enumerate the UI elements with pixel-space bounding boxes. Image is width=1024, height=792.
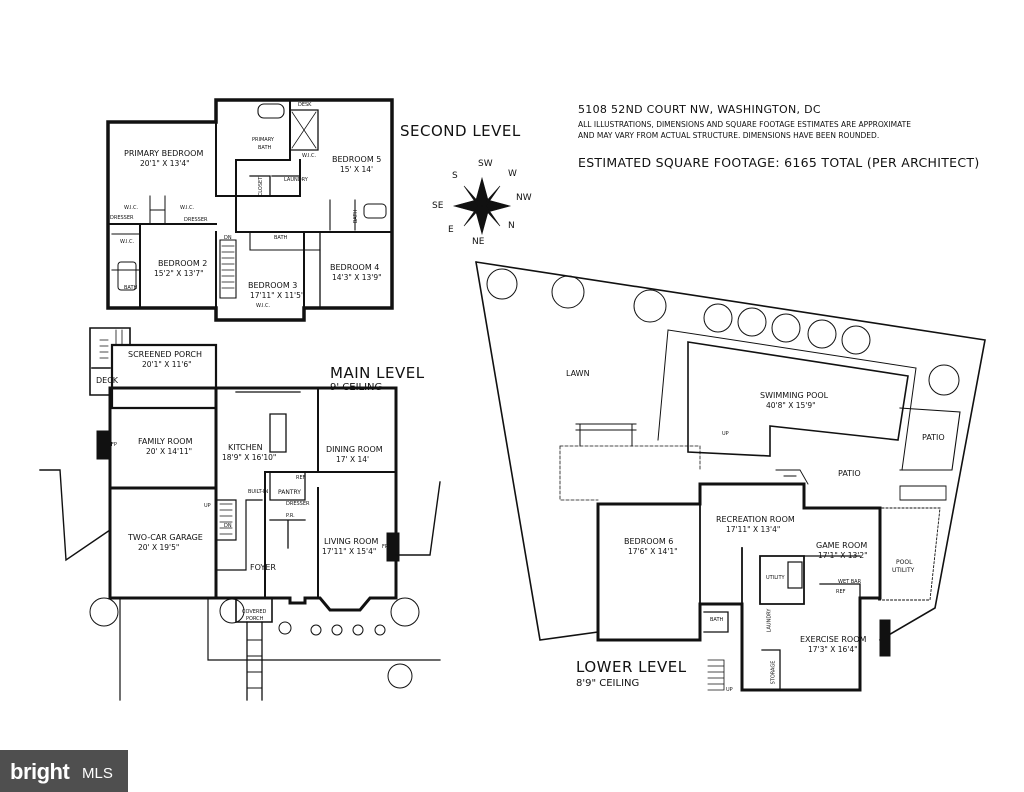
label-closet: CLOSET [258, 176, 265, 197]
compass-label-n: N [508, 221, 515, 231]
label-laundry: LAUNDRY [766, 608, 773, 633]
label-fireplace: FP [382, 544, 388, 550]
room-bedroom-4-name: BEDROOM 4 [330, 263, 380, 272]
label-dresser: DRESSER [184, 217, 208, 223]
square-footage: ESTIMATED SQUARE FOOTAGE: 6165 TOTAL (PE… [578, 155, 980, 170]
room-bedroom-6-dim: 17'6" X 14'1" [628, 547, 678, 556]
lower-level-title: LOWER LEVEL [576, 658, 687, 676]
label-bath: BATH [353, 209, 360, 224]
room-two-car-garage-dim: 20' X 19'5" [138, 543, 180, 552]
room-bedroom-5-dim: 15' X 14' [340, 165, 374, 174]
label-built-in: BUILT-IN [248, 489, 269, 495]
property-address: 5108 52ND COURT NW, WASHINGTON, DC [578, 103, 821, 116]
label-covered: COVERED [242, 609, 267, 615]
label-porch: PORCH [246, 616, 264, 622]
room-bedroom-5-name: BEDROOM 5 [332, 155, 382, 164]
room-exercise-room-dim: 17'3" X 16'4" [808, 645, 858, 654]
second-level-plan [106, 98, 394, 322]
main-level-plan [39, 327, 441, 701]
label-dresser: DRESSER [286, 501, 310, 507]
room-two-car-garage-name: TWO-CAR GARAGE [128, 533, 203, 542]
label-dresser: DRESSER [110, 215, 134, 221]
label-wic: W.I.C. [120, 239, 135, 245]
room-game-room-dim: 17'1" X 13'2" [818, 551, 868, 560]
room-bedroom-2-name: BEDROOM 2 [158, 259, 208, 268]
label-wic: W.I.C. [124, 205, 139, 211]
label-desk: DESK [298, 102, 312, 108]
room-bedroom-2-dim: 15'2" X 13'7" [154, 269, 204, 278]
room-exercise-room-name: EXERCISE ROOM [800, 635, 867, 644]
label-ref: REF [296, 475, 306, 481]
label-foyer: FOYER [250, 563, 276, 572]
label-up: UP [722, 431, 729, 437]
label-pantry: PANTRY [278, 489, 301, 496]
room-family-room-dim: 20' X 14'11" [146, 447, 193, 456]
room-family-room-name: FAMILY ROOM [138, 437, 193, 446]
room-primary-bedroom-name: PRIMARY BEDROOM [124, 149, 204, 158]
room-primary-bath-dim: BATH [258, 145, 272, 151]
label-powder-room: P.R. [286, 513, 295, 519]
compass-label-ne: NE [472, 237, 485, 247]
room-recreation-room-name: RECREATION ROOM [716, 515, 795, 524]
room-swimming-pool-dim: 40'8" X 15'9" [766, 401, 816, 410]
room-screened-porch-name: SCREENED PORCH [128, 350, 202, 359]
room-primary-bath-name: PRIMARY [252, 137, 274, 143]
label-utility: UTILITY [766, 575, 785, 581]
disclaimer-line-2: AND MAY VARY FROM ACTUAL STRUCTURE. DIME… [578, 131, 880, 140]
room-screened-porch-dim: 20'1" X 11'6" [142, 360, 192, 369]
bright-mls-watermark: bright MLS [0, 750, 128, 792]
second-level-title: SECOND LEVEL [400, 122, 521, 140]
watermark-brand: bright [10, 759, 70, 784]
compass-label-se: SE [432, 201, 444, 211]
room-recreation-room-dim: 17'11" X 13'4" [726, 525, 781, 534]
label-utility: UTILITY [892, 567, 915, 574]
lower-level-ceiling: 8'9" CEILING [576, 678, 640, 689]
label-patio: PATIO [838, 469, 861, 478]
compass-label-sw: SW [478, 159, 493, 169]
label-wic: W.I.C. [256, 303, 271, 309]
label-deck: DECK [96, 376, 119, 385]
label-pool: POOL [896, 559, 913, 566]
room-bedroom-4-dim: 14'3" X 13'9" [332, 273, 382, 282]
room-living-room-name: LIVING ROOM [324, 537, 379, 546]
room-kitchen-dim: 18'9" X 16'10" [222, 453, 277, 462]
label-fireplace: FP [111, 442, 117, 448]
main-level-ceiling: 9' CEILING [330, 382, 383, 393]
room-swimming-pool-name: SWIMMING POOL [760, 391, 829, 400]
watermark-suffix: MLS [82, 765, 113, 782]
label-bath: BATH [124, 285, 138, 291]
room-primary-bedroom-dim: 20'1" X 13'4" [140, 159, 190, 168]
label-up: UP [204, 503, 211, 509]
label-ref: REF [836, 589, 846, 595]
compass-rose [452, 176, 512, 236]
label-wic: W.I.C. [180, 205, 195, 211]
room-game-room-name: GAME ROOM [816, 541, 868, 550]
label-wic: W.I.C. [302, 153, 317, 159]
room-kitchen-name: KITCHEN [228, 443, 263, 452]
label-patio: PATIO [922, 433, 945, 442]
disclaimer-line-1: ALL ILLUSTRATIONS, DIMENSIONS AND SQUARE… [578, 120, 911, 129]
compass-label-w: W [508, 169, 517, 179]
label-bath: BATH [274, 235, 288, 241]
main-level-title: MAIN LEVEL [330, 364, 425, 382]
label-laundry: LAUNDRY [284, 177, 308, 183]
label-bath: BATH [710, 617, 724, 623]
label-lawn: LAWN [566, 369, 590, 378]
room-dining-room-name: DINING ROOM [326, 445, 383, 454]
room-dining-room-dim: 17' X 14' [336, 455, 370, 464]
lower-level-plan [475, 261, 986, 692]
room-bedroom-3-name: BEDROOM 3 [248, 281, 298, 290]
label-storage: STORAGE [770, 660, 777, 685]
label-dn: DN [224, 523, 232, 529]
compass-label-nw: NW [516, 193, 532, 203]
label-up: UP [726, 687, 733, 693]
compass-label-e: E [448, 225, 454, 235]
room-living-room-dim: 17'11" X 15'4" [322, 547, 377, 556]
room-bedroom-6-name: BEDROOM 6 [624, 537, 674, 546]
room-bedroom-3-dim: 17'11" X 11'5" [250, 291, 305, 300]
label-wet-bar: WET BAR [838, 579, 862, 585]
label-dn: DN [224, 235, 232, 241]
compass-label-s: S [452, 171, 458, 181]
